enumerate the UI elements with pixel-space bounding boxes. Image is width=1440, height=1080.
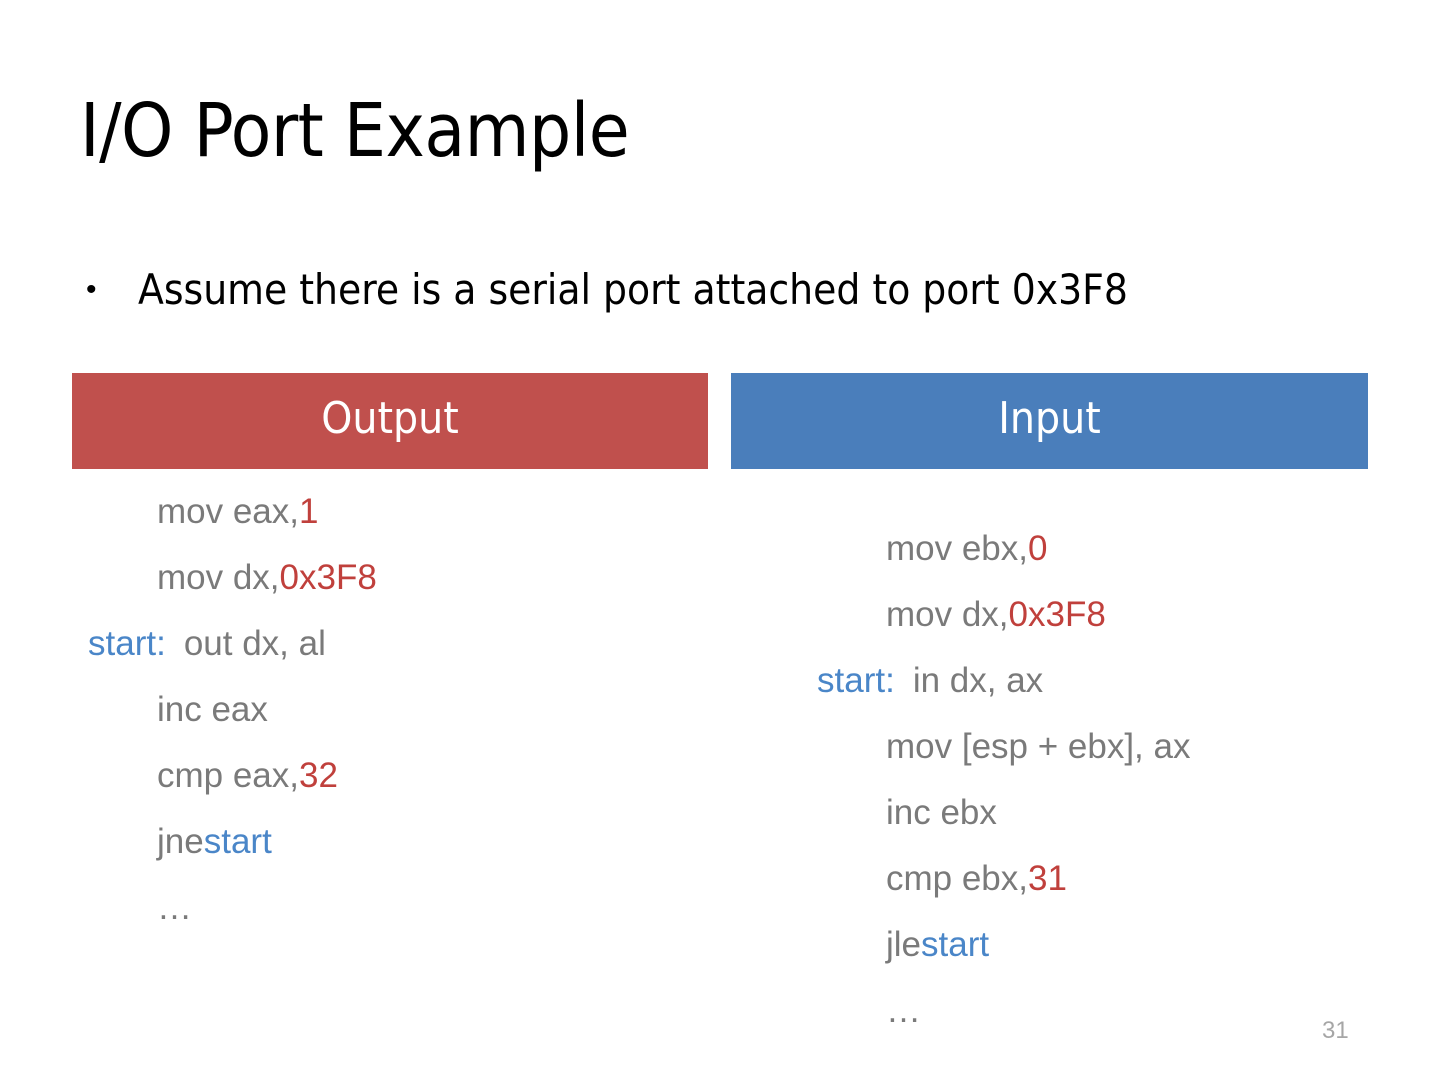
code-label-colon: : (156, 624, 166, 663)
code-instruction: out dx, al (183, 624, 326, 663)
code-instruction: jne (157, 822, 204, 861)
code-instruction: mov ebx, (886, 529, 1028, 568)
code-line: cmp ebx, 31 (817, 846, 1368, 912)
code-instruction: mov [esp + ebx], ax (886, 727, 1191, 766)
panel-header-input: Input (731, 373, 1368, 469)
code-line: mov eax, 1 (88, 479, 708, 545)
code-label-colon: : (885, 661, 895, 700)
code-line: mov dx, 0x3F8 (817, 582, 1368, 648)
code-instruction: cmp eax, (157, 756, 299, 795)
code-literal: 0x3F8 (1008, 595, 1106, 634)
code-line: cmp eax, 32 (88, 743, 708, 809)
code-instruction: … (157, 888, 194, 927)
code-label: start (817, 661, 886, 700)
code-label: start (88, 624, 157, 663)
bullet-item: • Assume there is a serial port attached… (84, 262, 1128, 318)
code-literal: 0x3F8 (279, 558, 377, 597)
code-instruction: inc eax (157, 690, 268, 729)
code-instruction: mov dx, (157, 558, 280, 597)
code-line: jle start (817, 912, 1368, 978)
code-line: mov [esp + ebx], ax (817, 714, 1368, 780)
code-instruction: mov eax, (157, 492, 299, 531)
code-line: start: out dx, al (88, 611, 708, 677)
code-label-reference: start (203, 822, 272, 861)
code-instruction: cmp ebx, (886, 859, 1028, 898)
code-line: mov ebx, 0 (817, 516, 1368, 582)
code-line: … (817, 978, 1368, 1044)
code-instruction: jle (886, 925, 922, 964)
code-instruction: … (886, 991, 923, 1030)
code-instruction: inc ebx (886, 793, 997, 832)
code-literal: 31 (1028, 859, 1067, 898)
page-title: I/O Port Example (80, 88, 630, 174)
bullet-marker-icon: • (86, 273, 97, 306)
bullet-text: Assume there is a serial port attached t… (138, 265, 1128, 314)
page-number: 31 (1322, 1017, 1349, 1044)
code-instruction: mov dx, (886, 595, 1009, 634)
code-line: inc eax (88, 677, 708, 743)
code-line: inc ebx (817, 780, 1368, 846)
code-line: … (88, 875, 708, 941)
panel-header-output: Output (72, 373, 708, 469)
code-line: start: in dx, ax (817, 648, 1368, 714)
code-line: mov dx, 0x3F8 (88, 545, 708, 611)
code-literal: 32 (299, 756, 338, 795)
code-literal: 0 (1028, 529, 1048, 568)
code-instruction: in dx, ax (912, 661, 1044, 700)
code-literal: 1 (299, 492, 319, 531)
code-label-reference: start (921, 925, 990, 964)
code-line: jne start (88, 809, 708, 875)
